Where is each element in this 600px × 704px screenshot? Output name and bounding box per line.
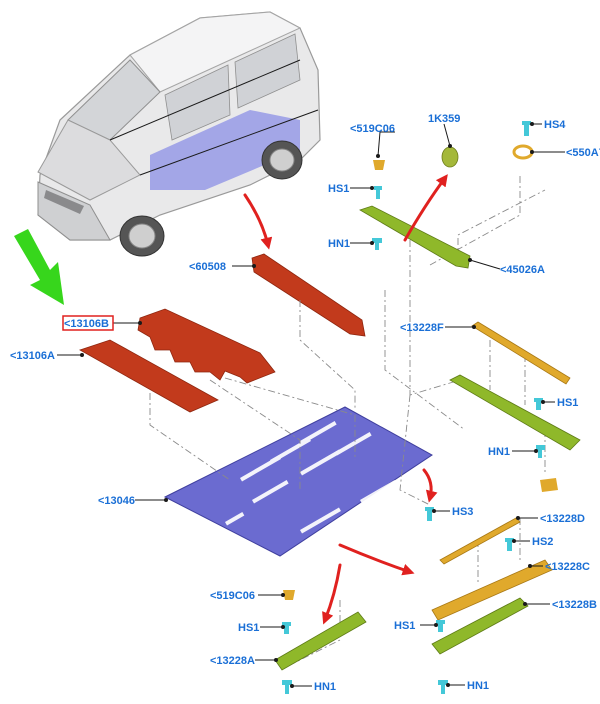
label-hs1-mid[interactable]: HS1 (557, 397, 578, 409)
sill-13228b (431, 597, 529, 655)
trim-panel-60508 (251, 253, 366, 337)
label-519c06-bottom[interactable]: <519C06 (210, 590, 255, 602)
label-13228d[interactable]: <13228D (540, 513, 585, 525)
label-13046[interactable]: <13046 (98, 495, 135, 507)
label-13228b[interactable]: <13228B (552, 599, 597, 611)
bracket-1k359-icon (441, 146, 459, 168)
label-1k359[interactable]: 1K359 (428, 113, 460, 125)
label-hn1-bottom-left[interactable]: HN1 (314, 681, 336, 693)
screw-hs1-mid-icon (534, 398, 543, 410)
label-hs4[interactable]: HS4 (544, 119, 566, 131)
label-13106a[interactable]: <13106A (10, 350, 55, 362)
green-arrow-icon (14, 229, 64, 305)
label-hs1-top[interactable]: HS1 (328, 183, 349, 195)
screw-icon (374, 186, 382, 199)
label-13228a[interactable]: <13228A (210, 655, 255, 667)
clip-519c06-bottom-icon (283, 590, 295, 600)
label-hs1-bottom-left[interactable]: HS1 (238, 622, 259, 634)
red-arrows (243, 174, 448, 625)
label-550a7[interactable]: <550A7 (566, 147, 600, 159)
nut-icon (372, 238, 382, 250)
reinforcement-45026a (359, 205, 471, 269)
floor-mat-13106a (79, 339, 219, 413)
label-13228f[interactable]: <13228F (400, 322, 444, 334)
clip-519c06-top-icon (373, 160, 385, 170)
leader-lines (57, 122, 565, 688)
sill-13228c (431, 559, 553, 621)
nut-hn1-botright-icon (438, 680, 448, 694)
bracket-right-mid-icon (540, 478, 558, 492)
screw-hs4-icon (522, 121, 531, 136)
label-hs3[interactable]: HS3 (452, 506, 473, 518)
label-hn1-top[interactable]: HN1 (328, 238, 350, 250)
label-hs1-bottom-right[interactable]: HS1 (394, 620, 415, 632)
fasteners (282, 121, 558, 694)
screw-hs1-botright-icon (436, 620, 445, 632)
sill-13228a (274, 611, 367, 671)
van-illustration (37, 11, 321, 257)
callout-labels: <519C06 1K359 HS4 <550A7 HS1 HN1 <45026A… (10, 113, 600, 693)
assembly-lines (149, 175, 546, 666)
floor-panel-13046 (163, 406, 433, 557)
label-hn1-mid[interactable]: HN1 (488, 446, 510, 458)
label-519c06-top[interactable]: <519C06 (350, 123, 395, 135)
sill-13228f (471, 321, 571, 385)
ring-550a7-icon (512, 144, 534, 160)
sill-13228d (439, 517, 521, 565)
screw-hs3-icon (425, 507, 434, 521)
label-60508[interactable]: <60508 (189, 261, 226, 273)
nut-hn1-botleft-icon (282, 680, 292, 694)
floor-mat-13106b (137, 308, 276, 384)
label-hs2[interactable]: HS2 (532, 536, 553, 548)
screw-hs1-botleft-icon (282, 622, 291, 634)
sill-green-mid (449, 374, 581, 451)
label-45026a[interactable]: <45026A (500, 264, 545, 276)
label-hn1-bottom-right[interactable]: HN1 (467, 680, 489, 692)
highlight-box-13106b (62, 315, 114, 331)
screw-hs2-icon (505, 538, 514, 551)
nut-hn1-mid-icon (536, 445, 545, 458)
label-13106b[interactable]: <13106B (64, 318, 109, 330)
label-13228c[interactable]: <13228C (545, 561, 590, 573)
